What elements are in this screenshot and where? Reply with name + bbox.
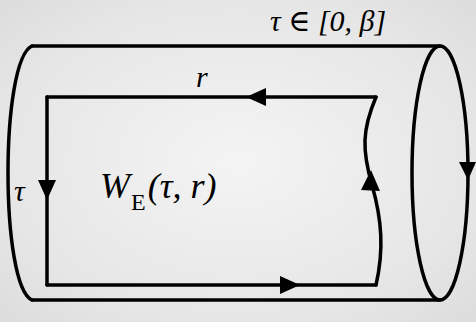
- loop-bottom: [47, 283, 376, 287]
- arrowhead-right: [280, 276, 300, 294]
- arrowhead-left: [246, 88, 266, 106]
- arrowhead-down: [38, 180, 56, 200]
- period-label: τ ∈ [0, β]: [270, 6, 386, 36]
- loop-symbol: W: [100, 168, 130, 204]
- arrowhead-up: [361, 170, 380, 191]
- loop-arguments: (τ, r): [148, 168, 217, 204]
- time-label: τ: [14, 176, 25, 206]
- cylinder-top-edge: [32, 44, 440, 48]
- cylinder-left-end: [8, 46, 32, 300]
- loop-subscript: E: [131, 190, 146, 214]
- cylinder-bottom-edge: [32, 298, 440, 302]
- loop-right: [365, 97, 381, 285]
- loop-top: [47, 95, 376, 99]
- distance-label: r: [196, 62, 208, 92]
- arrowhead-circle-down: [459, 162, 476, 180]
- cylinder-right-end: [412, 46, 468, 300]
